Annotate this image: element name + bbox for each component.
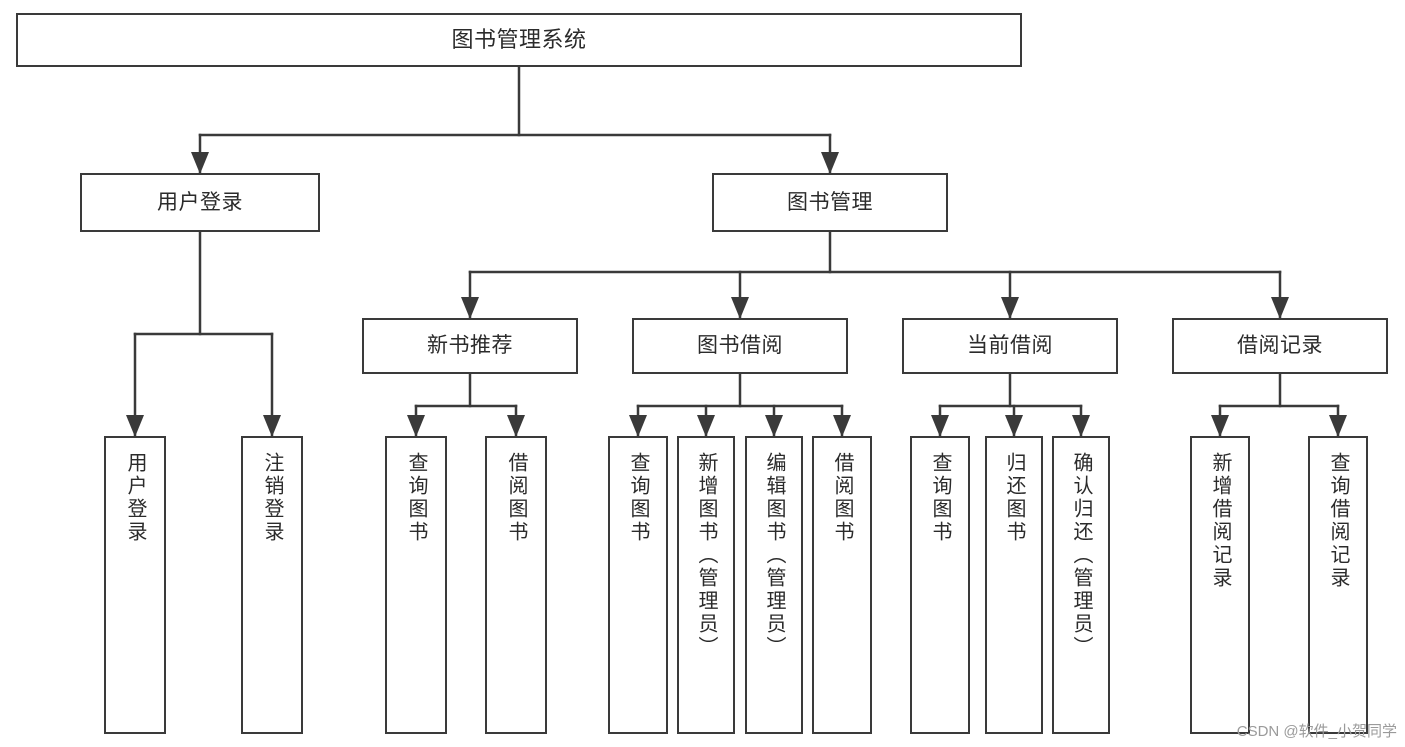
node-leaf-edit-book: 编辑图书（管理员） [745,436,803,734]
conn-book-borrow-arrow-leaf-add-book [697,415,715,437]
node-root: 图书管理系统 [16,13,1022,67]
conn-borrow-record-arrow-leaf-add-record [1211,415,1229,437]
node-current-borrow: 当前借阅 [902,318,1118,374]
node-label: 注销登录 [261,452,283,544]
node-label: 查询图书 [929,452,951,544]
node-label: 当前借阅 [967,334,1053,358]
conn-new-book-rec-arrow-leaf-borrow-book-1 [507,415,525,437]
node-book-manage: 图书管理 [712,173,948,232]
node-label: 借阅图书 [831,452,853,544]
node-leaf-add-book: 新增图书（管理员） [677,436,735,734]
node-label: 确认归还（管理员） [1070,452,1092,659]
node-new-book-rec: 新书推荐 [362,318,578,374]
conn-book-borrow-arrow-leaf-query-book-2 [629,415,647,437]
node-label: 借阅图书 [505,452,527,544]
conn-user-login-arrow-leaf-user-login [126,415,144,437]
conn-book-borrow-arrow-leaf-borrow-book-2 [833,415,851,437]
conn-book-manage-arrow-borrow-record [1271,297,1289,319]
node-label: 借阅记录 [1237,334,1323,358]
node-leaf-borrow-book-1: 借阅图书 [485,436,547,734]
conn-root-arrow-book-manage [821,152,839,174]
node-leaf-borrow-book-2: 借阅图书 [812,436,872,734]
node-label: 新书推荐 [427,334,513,358]
node-label: 用户登录 [157,190,243,214]
conn-book-manage-arrow-current-borrow [1001,297,1019,319]
node-label: 查询图书 [405,452,427,544]
node-label: 查询借阅记录 [1327,452,1349,590]
node-leaf-user-login: 用户登录 [104,436,166,734]
node-leaf-return-book: 归还图书 [985,436,1043,734]
node-label: 新增借阅记录 [1209,452,1231,590]
node-label: 归还图书 [1003,452,1025,544]
conn-current-borrow-arrow-leaf-return-book [1005,415,1023,437]
node-label: 图书管理系统 [451,26,587,52]
node-label: 图书借阅 [697,334,783,358]
node-label: 图书管理 [787,190,873,214]
conn-book-borrow-arrow-leaf-edit-book [765,415,783,437]
node-label: 用户登录 [124,452,146,544]
node-label: 新增图书（管理员） [695,452,717,659]
conn-new-book-rec-arrow-leaf-query-book-1 [407,415,425,437]
conn-user-login-arrow-leaf-logout [263,415,281,437]
node-label: 查询图书 [627,452,649,544]
node-leaf-query-book-2: 查询图书 [608,436,668,734]
node-leaf-confirm-return: 确认归还（管理员） [1052,436,1110,734]
node-book-borrow: 图书借阅 [632,318,848,374]
watermark-text: CSDN @软件_小贺同学 [1236,723,1397,740]
node-leaf-logout: 注销登录 [241,436,303,734]
conn-book-manage-arrow-new-book-rec [461,297,479,319]
node-user-login: 用户登录 [80,173,320,232]
node-leaf-query-book-1: 查询图书 [385,436,447,734]
conn-current-borrow-arrow-leaf-confirm-return [1072,415,1090,437]
conn-borrow-record-arrow-leaf-query-record [1329,415,1347,437]
conn-book-manage-arrow-book-borrow [731,297,749,319]
node-leaf-add-record: 新增借阅记录 [1190,436,1250,734]
conn-root-arrow-user-login [191,152,209,174]
node-borrow-record: 借阅记录 [1172,318,1388,374]
node-label: 编辑图书（管理员） [763,452,785,659]
conn-current-borrow-arrow-leaf-query-book-3 [931,415,949,437]
node-leaf-query-book-3: 查询图书 [910,436,970,734]
node-leaf-query-record: 查询借阅记录 [1308,436,1368,734]
